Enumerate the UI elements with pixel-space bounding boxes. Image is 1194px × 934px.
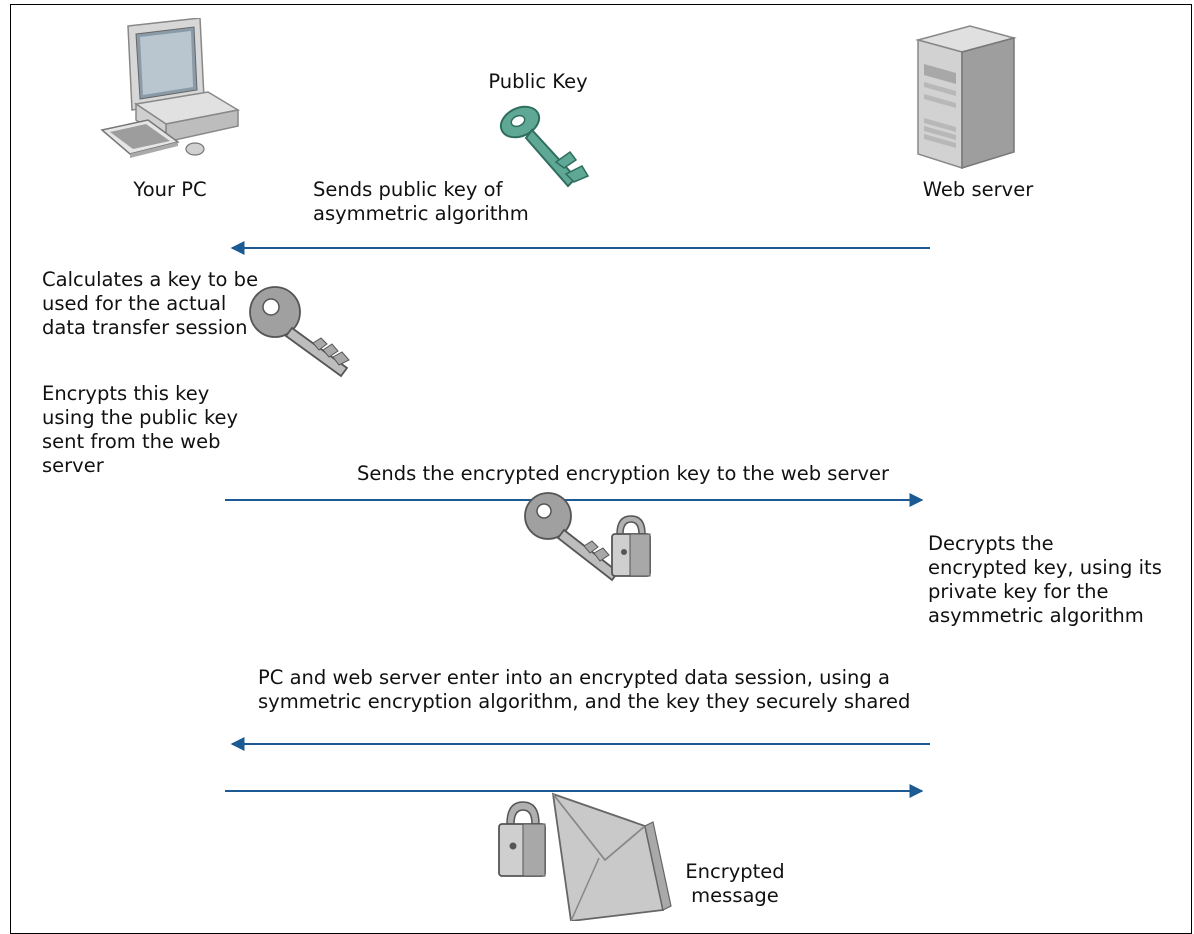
session-key-icon xyxy=(249,286,350,378)
public-key-icon xyxy=(499,105,590,188)
send-encrypted-key-text: Sends the encrypted encryption key to th… xyxy=(357,462,890,485)
server-label: Web server xyxy=(922,178,1034,201)
locked-envelope-icon xyxy=(498,792,672,921)
send-public-key-text: Sends public key of asymmetric algorithm xyxy=(313,178,529,225)
symmetric-session-text: PC and web server enter into an encrypte… xyxy=(258,666,911,713)
pc-label: Your PC xyxy=(133,178,207,201)
encrypts-key-text: Encrypts this key using the public key s… xyxy=(42,382,239,477)
locked-key-icon xyxy=(524,492,651,582)
encrypted-message-label: Encrypted message xyxy=(685,860,785,907)
public-key-label: Public Key xyxy=(488,70,588,93)
calculates-key-text: Calculates a key to be used for the actu… xyxy=(42,268,259,339)
server-icon xyxy=(915,25,1017,170)
computer-icon xyxy=(100,18,240,158)
decrypts-key-text: Decrypts the encrypted key, using its pr… xyxy=(928,532,1162,627)
